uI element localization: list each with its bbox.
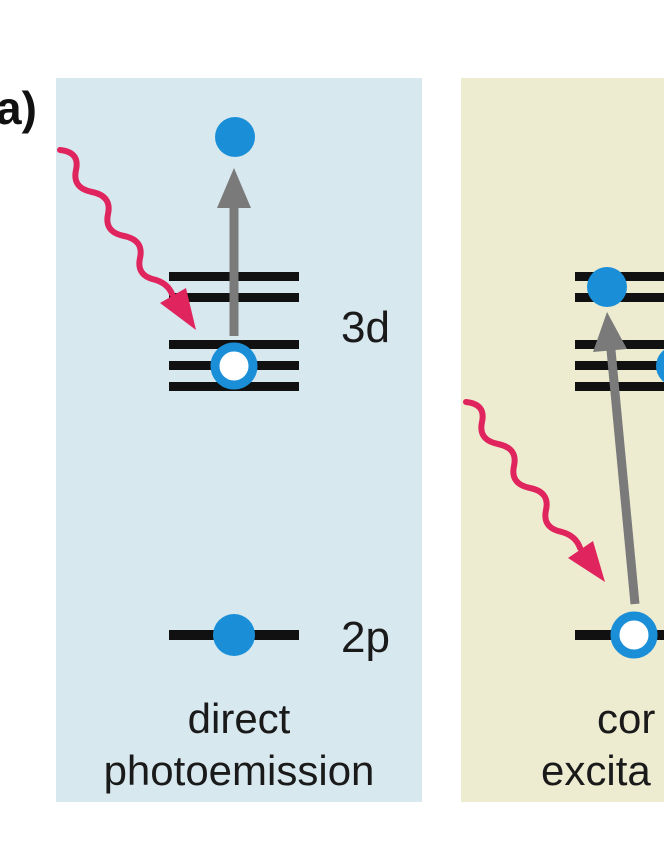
- left-2p-electron-icon: [213, 614, 255, 656]
- right-caption-line1: cor: [597, 695, 655, 742]
- left-3d-hole-icon: [210, 342, 258, 390]
- left-emission-arrow: [217, 168, 251, 336]
- left-caption-line2: photoemission: [104, 747, 375, 794]
- right-panel-background: [461, 78, 664, 802]
- panel-label: a): [0, 82, 37, 134]
- label-2p: 2p: [341, 613, 390, 662]
- right-3d-electron-icon: [587, 267, 627, 307]
- left-emitted-electron-icon: [215, 117, 255, 157]
- right-excitation-arrow: [593, 312, 640, 605]
- right-2p-hole-icon: [610, 611, 658, 659]
- left-caption-line1: direct: [188, 695, 291, 742]
- right-caption-line2: excita: [541, 747, 651, 794]
- right-3d-edge-electron-icon: [656, 350, 664, 382]
- right-photon-icon: [463, 399, 605, 582]
- level-line: [575, 361, 664, 370]
- label-3d: 3d: [341, 303, 390, 352]
- left-photon-icon: [57, 147, 196, 330]
- level-line: [575, 382, 664, 391]
